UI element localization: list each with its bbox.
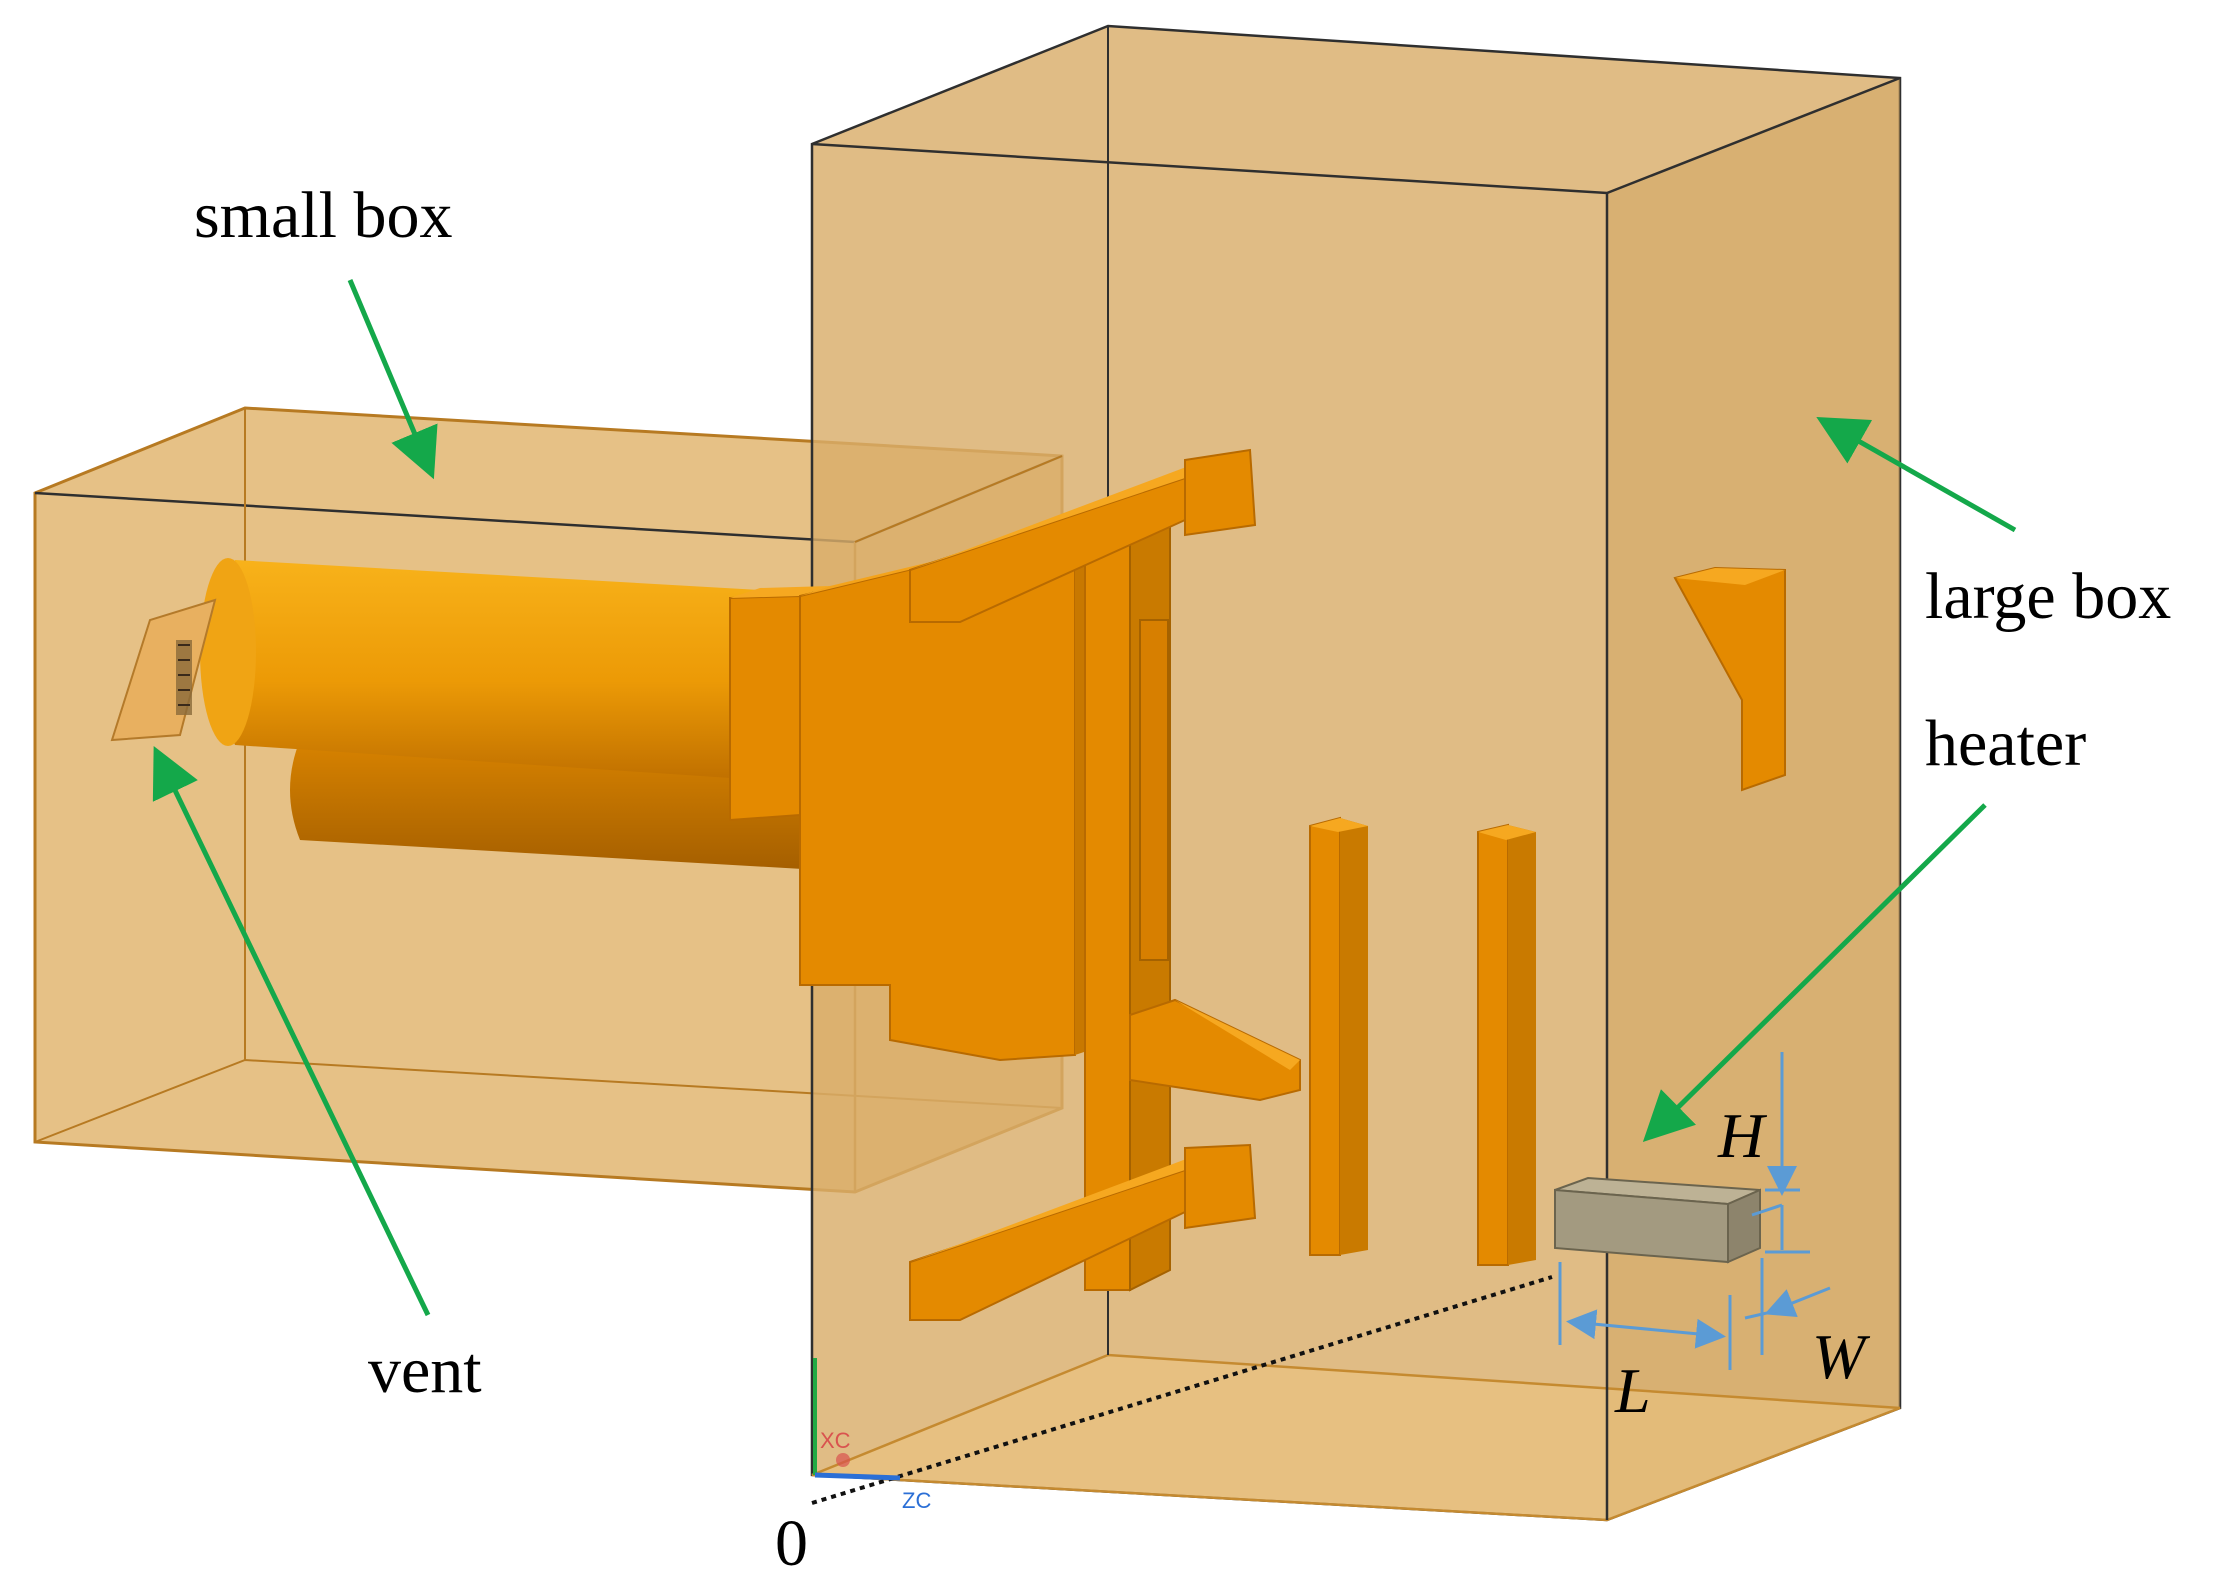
arrow-large-box — [1816, 417, 2017, 533]
large-box-side-face — [1607, 78, 1900, 1520]
cylinder-upper — [200, 558, 760, 780]
large-box-floor — [811, 1353, 1901, 1522]
top-crossbar — [909, 448, 1257, 623]
label-large-box: large box — [1925, 560, 2171, 633]
arrow-heater — [1642, 803, 1987, 1143]
label-heater: heater — [1925, 707, 2086, 780]
label-vent: vent — [368, 1334, 482, 1407]
post-left — [1309, 816, 1368, 1256]
label-small-box: small box — [194, 179, 453, 252]
callout-arrows — [152, 279, 2017, 1317]
wall-bracket — [1673, 566, 1786, 792]
post-right — [1477, 823, 1536, 1266]
dimension-w — [1744, 1258, 1831, 1355]
small-box-edge-bottom — [34, 1058, 1063, 1143]
dimension-label-w: W — [1812, 1321, 1871, 1392]
dimension-l — [1558, 1262, 1732, 1370]
axis-origin-dot — [836, 1453, 850, 1467]
axis-x-label: XC — [820, 1428, 851, 1453]
arrow-small-box — [347, 279, 438, 480]
label-origin: 0 — [775, 1507, 808, 1580]
small-box-overlap-edge — [854, 455, 1063, 543]
axis-z-label: ZC — [902, 1488, 931, 1513]
dimension-h — [1751, 1052, 1810, 1254]
coordinate-axes: XC ZC — [813, 1358, 931, 1513]
bracket — [1129, 998, 1301, 1102]
dimension-label-h: H — [1717, 1100, 1768, 1171]
heater — [1554, 1176, 1761, 1264]
origin-reference-line — [811, 1275, 1553, 1505]
axis-z-blue — [814, 1472, 901, 1481]
vent — [110, 598, 217, 742]
bottom-crossbar — [909, 1143, 1257, 1321]
dimension-label-l: L — [1614, 1355, 1651, 1426]
arrow-vent — [152, 745, 431, 1317]
